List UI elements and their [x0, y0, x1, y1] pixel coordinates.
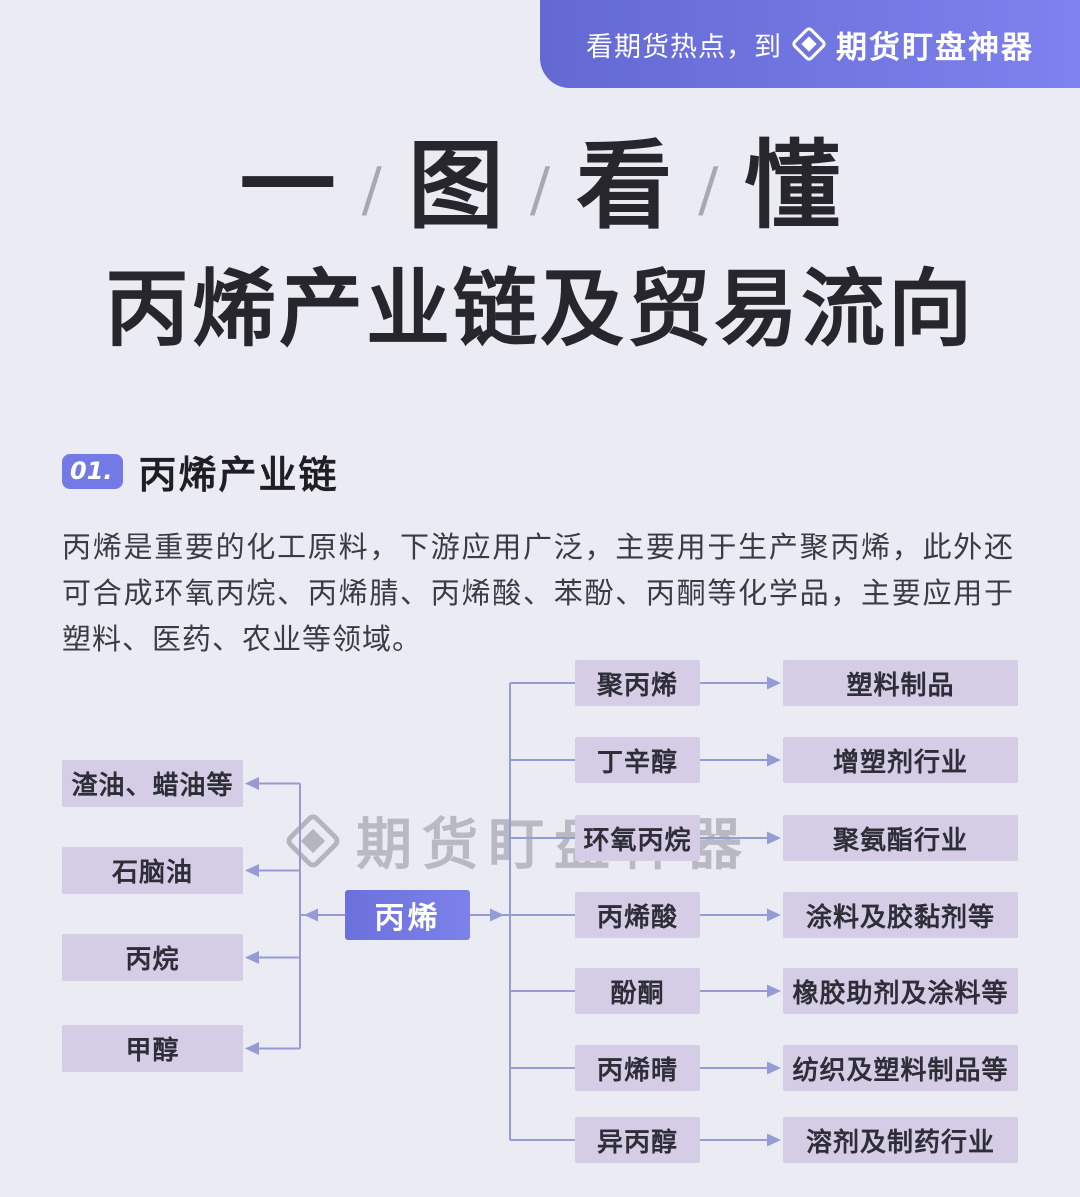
- slash-separator: /: [698, 155, 719, 225]
- section-number-badge: 01.: [62, 454, 123, 489]
- product-box: 异丙醇: [575, 1117, 700, 1163]
- main-title: 丙烯产业链及贸易流向: [104, 259, 975, 358]
- application-box: 涂料及胶黏剂等: [783, 892, 1018, 938]
- headline-line1: 一 / 图 / 看 / 懂: [0, 138, 1080, 234]
- section-header: 01. 丙烯产业链: [62, 444, 339, 499]
- brand-name: 期货盯盘神器: [836, 29, 1034, 66]
- product-box: 丁辛醇: [575, 737, 700, 783]
- application-box: 溶剂及制药行业: [783, 1117, 1018, 1163]
- section-heading: 丙烯产业链: [138, 452, 339, 497]
- headline-char: 图: [407, 129, 504, 242]
- center-node-propylene: 丙烯: [345, 890, 470, 940]
- slash-separator: /: [361, 155, 382, 225]
- headline-char: 一: [239, 129, 336, 242]
- top-banner: 看期货热点，到 期货盯盘神器: [540, 0, 1080, 88]
- product-box: 环氧丙烷: [575, 815, 700, 861]
- application-box: 增塑剂行业: [783, 737, 1018, 783]
- intro-paragraph: 丙烯是重要的化工原料，下游应用广泛，主要用于生产聚丙烯，此外还可合成环氧丙烷、丙…: [62, 530, 1014, 656]
- application-box: 聚氨酯行业: [783, 815, 1018, 861]
- banner-tagline: 看期货热点，到: [586, 31, 782, 63]
- headline-char: 看: [576, 129, 673, 242]
- product-box: 聚丙烯: [575, 660, 700, 706]
- feedstock-box: 渣油、蜡油等: [62, 760, 243, 807]
- product-box: 丙烯晴: [575, 1045, 700, 1091]
- headline-char: 懂: [744, 129, 841, 242]
- product-box: 丙烯酸: [575, 892, 700, 938]
- feedstock-box: 甲醇: [62, 1025, 243, 1072]
- brand-diamond-icon: [792, 27, 826, 61]
- application-box: 橡胶助剂及涂料等: [783, 968, 1018, 1014]
- product-box: 酚酮: [575, 968, 700, 1014]
- feedstock-box: 丙烷: [62, 934, 243, 981]
- application-box: 纺织及塑料制品等: [783, 1045, 1018, 1091]
- slash-separator: /: [529, 155, 551, 225]
- application-box: 塑料制品: [783, 660, 1018, 706]
- feedstock-box: 石脑油: [62, 847, 243, 894]
